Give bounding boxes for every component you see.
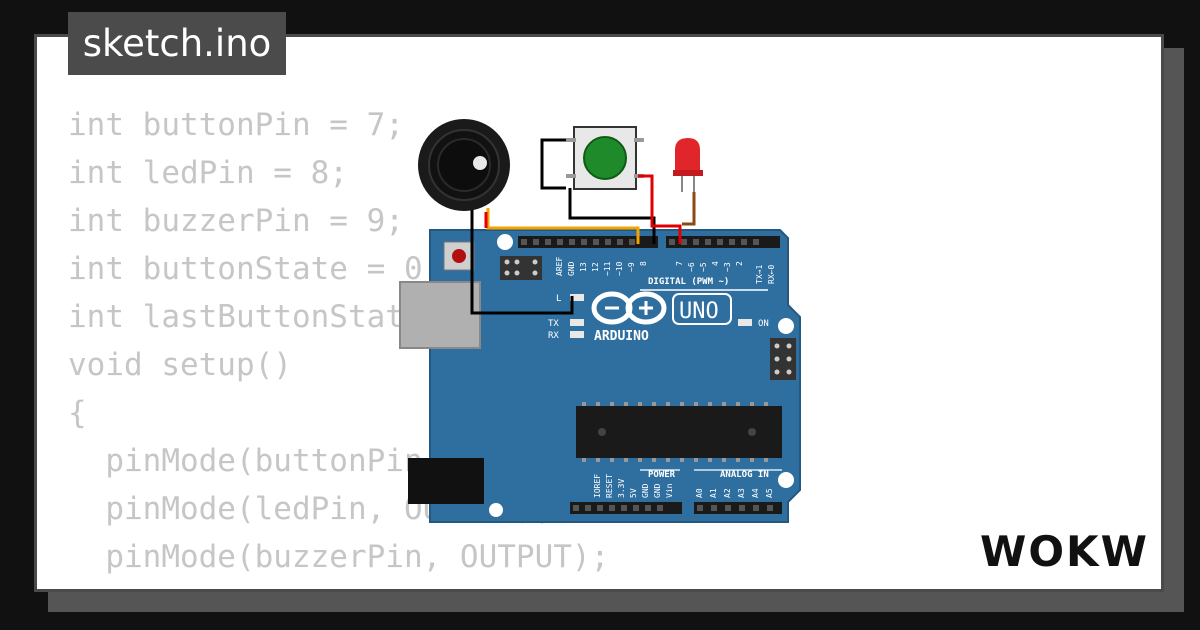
pin-label: AREF — [555, 257, 564, 276]
pin-label: ~3 — [723, 262, 732, 272]
wire-orange — [486, 208, 640, 244]
wire-red-led — [638, 174, 682, 244]
microcontroller-chip — [576, 406, 782, 458]
analog-pin-label: A2 — [723, 488, 732, 498]
code-line: int buttonPin = 7; — [68, 107, 404, 143]
buzzer-icon[interactable] — [418, 119, 510, 211]
led-label-tx: TX — [548, 319, 559, 329]
power-label: POWER — [648, 470, 676, 480]
wire-black-buzzer — [470, 210, 574, 315]
pin-label: 7 — [675, 261, 684, 266]
pin-label: 8 — [639, 261, 648, 266]
led-label-rx: RX — [548, 331, 559, 341]
power-jack — [408, 458, 484, 504]
analog-pin-label: A1 — [709, 488, 718, 498]
power-pin-label: 5V — [629, 488, 638, 498]
wire-black-button-gnd — [568, 188, 656, 244]
code-line: } — [68, 581, 609, 589]
usb-port — [399, 281, 481, 349]
power-pin-label: Vin — [665, 483, 674, 498]
wokwi-logo-text: WOKWi — [980, 527, 1150, 576]
push-button-icon[interactable] — [566, 126, 644, 190]
power-pin-label: 3.3V — [617, 479, 626, 498]
model-label: UNO — [679, 299, 719, 324]
code-editor: int buttonPin = 7; int ledPin = 8; int buz… — [68, 101, 610, 589]
power-pin-label: RESET — [605, 474, 614, 498]
pin-label: ~5 — [699, 262, 708, 272]
pin-label: ~10 — [615, 261, 624, 276]
power-pin-label: GND — [641, 483, 650, 498]
pin-label: ~6 — [687, 262, 696, 272]
code-line: int buzzerPin = 9; — [68, 203, 404, 239]
pin-label: RX←0 — [767, 265, 776, 284]
analog-label: ANALOG IN — [720, 470, 769, 480]
led-label-on: ON — [758, 319, 769, 329]
reset-button[interactable] — [452, 249, 466, 263]
code-line: { — [68, 395, 87, 431]
code-line: int buttonState = 0; — [68, 251, 442, 287]
filename-tab[interactable]: sketch.ino — [68, 12, 286, 75]
analog-pin-label: A4 — [751, 488, 760, 498]
pin-label: ~9 — [627, 262, 636, 272]
arduino-logo-icon — [591, 291, 667, 325]
pin-label: 2 — [735, 261, 744, 266]
wire-black-button — [540, 138, 566, 190]
brand-label: ARDUINO — [594, 329, 649, 344]
analog-pin-label: A0 — [695, 488, 704, 498]
circuit-diagram: AREF GND 13 12 ~11 ~10 ~9 8 7 ~6 ~5 4 ~3… — [399, 119, 801, 523]
arduino-board[interactable]: AREF GND 13 12 ~11 ~10 ~9 8 7 ~6 ~5 4 ~3… — [399, 229, 801, 523]
pin-label: 13 — [579, 262, 588, 272]
code-line: pinMode(buzzerPin, OUTPUT); — [68, 539, 610, 575]
digital-label: DIGITAL (PWM ~) — [648, 277, 729, 287]
analog-pin-label: A5 — [765, 488, 774, 498]
led-icon[interactable] — [673, 138, 703, 192]
pin-label: ~11 — [603, 261, 612, 276]
wires — [470, 138, 696, 315]
power-pin-label: GND — [653, 483, 662, 498]
pin-label: 12 — [591, 262, 600, 272]
pin-label: GND — [567, 261, 576, 276]
wire-brown-led — [682, 192, 696, 226]
pin-label: TX→1 — [755, 265, 764, 284]
code-line: void setup() — [68, 347, 292, 383]
code-line: int ledPin = 8; — [68, 155, 348, 191]
analog-pin-label: A3 — [737, 488, 746, 498]
power-pin-label: IOREF — [593, 474, 602, 498]
led-label-l: L — [556, 294, 561, 304]
wokwi-logo[interactable]: WOKWi — [978, 522, 1150, 578]
pin-label: 4 — [711, 261, 720, 266]
